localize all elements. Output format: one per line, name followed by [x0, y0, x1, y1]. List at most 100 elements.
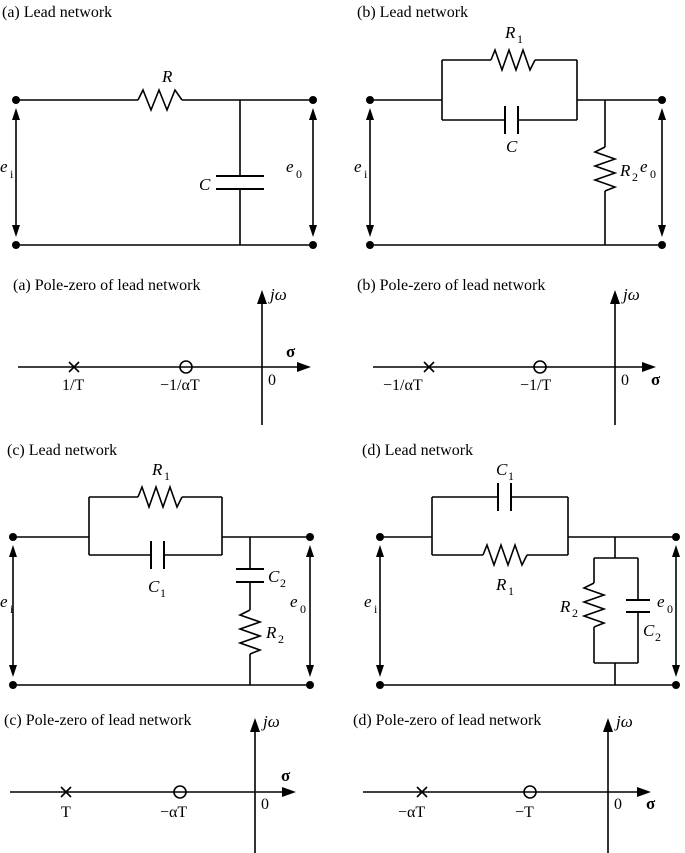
pole-marker [60, 786, 72, 798]
jw-label: jω [268, 285, 287, 304]
label-r2-sub: 2 [572, 606, 578, 620]
pole-label: T [61, 804, 71, 821]
zero-label: −1/αT [160, 377, 200, 394]
terminal [9, 533, 17, 541]
pole-label: 1/T [62, 377, 84, 394]
zero-label: −T [515, 804, 534, 821]
label-ei-sub: i [364, 167, 368, 181]
origin-label: 0 [268, 372, 276, 389]
zero-label: −1/T [520, 377, 551, 394]
sigma-label: σ [281, 766, 291, 785]
polezero-a: (a) Pole-zero of lead network 1/T −1/αT … [13, 277, 311, 425]
label-r2: R [265, 623, 277, 642]
arrowhead [297, 362, 311, 372]
zero-marker [533, 360, 547, 374]
circuit-c-title: (c) Lead network [7, 442, 117, 459]
terminal [672, 681, 680, 689]
circuit-b-title: (b) Lead network [357, 4, 468, 21]
arrowhead [603, 718, 613, 732]
label-eo: e [657, 592, 665, 611]
terminal [309, 96, 317, 104]
terminal [672, 533, 680, 541]
label-ei-sub: i [374, 602, 378, 616]
arrowhead [306, 665, 314, 677]
arrowhead [12, 108, 20, 120]
label-eo-sub: 0 [667, 602, 673, 616]
terminal [376, 533, 384, 541]
pole-label: −1/αT [383, 377, 423, 394]
circuit-c: (c) Lead network R 1 C 1 C 2 R [0, 442, 314, 689]
zero-marker [523, 785, 537, 799]
label-eo-sub: 0 [300, 602, 306, 616]
polezero-c: (c) Pole-zero of lead network T −αT 0 jω… [4, 712, 296, 853]
label-r1-sub: 1 [517, 32, 523, 46]
circuit-a-title: (a) Lead network [2, 4, 112, 21]
origin-label: 0 [614, 796, 622, 813]
terminal [658, 241, 666, 249]
arrowhead [642, 362, 656, 372]
label-ei: e [0, 592, 8, 611]
pole-marker [423, 361, 435, 373]
resistor-r2 [237, 609, 263, 655]
terminal [306, 533, 314, 541]
pole-marker [416, 786, 428, 798]
label-c1: C [496, 460, 508, 479]
arrowhead [306, 545, 314, 557]
label-r1: R [495, 575, 507, 594]
label-r1: R [151, 460, 163, 479]
sigma-label: σ [646, 794, 656, 813]
arrowhead [672, 665, 680, 677]
arrowhead [672, 545, 680, 557]
polezero-c-title: (c) Pole-zero of lead network [4, 712, 191, 729]
jw-label: jω [614, 712, 633, 731]
resistor-r1 [482, 542, 528, 568]
label-eo: e [640, 157, 648, 176]
terminal [658, 96, 666, 104]
pole-marker [68, 361, 80, 373]
arrowhead [658, 108, 666, 120]
label-c2-sub: 2 [280, 576, 286, 590]
zero-marker [173, 785, 187, 799]
sigma-label: σ [651, 370, 661, 389]
label-c2: C [268, 567, 280, 586]
circuit-d: (d) Lead network C 1 R [362, 442, 680, 689]
polezero-d: (d) Pole-zero of lead network −αT −T 0 j… [353, 712, 656, 853]
resistor-r1 [490, 47, 536, 73]
arrowhead [9, 545, 17, 557]
terminal [306, 681, 314, 689]
label-r2: R [619, 161, 631, 180]
sigma-label: σ [286, 342, 296, 361]
label-r2-sub: 2 [632, 170, 638, 184]
jw-label: jω [621, 285, 640, 304]
polezero-b: (b) Pole-zero of lead network −1/αT −1/T… [357, 277, 661, 425]
circuit-d-title: (d) Lead network [362, 442, 473, 459]
circuit-a: (a) Lead network R C e i e 0 [0, 4, 317, 249]
label-c1-sub: 1 [160, 586, 166, 600]
label-ei-sub: i [10, 602, 14, 616]
origin-label: 0 [621, 372, 629, 389]
label-c: C [199, 175, 211, 194]
polezero-b-title: (b) Pole-zero of lead network [357, 277, 545, 294]
label-ei: e [354, 157, 362, 176]
label-ei-sub: i [10, 167, 14, 181]
label-r: R [161, 67, 173, 86]
polezero-a-title: (a) Pole-zero of lead network [13, 277, 200, 294]
label-eo: e [286, 157, 294, 176]
label-c2-sub: 2 [655, 630, 661, 644]
arrowhead [376, 665, 384, 677]
arrowhead [309, 225, 317, 237]
terminal [12, 241, 20, 249]
arrowhead [637, 787, 651, 797]
label-eo-sub: 0 [296, 167, 302, 181]
label-r1-sub: 1 [164, 469, 170, 483]
terminal [12, 96, 20, 104]
label-ei: e [0, 157, 8, 176]
resistor-r [137, 87, 183, 113]
arrowhead [376, 545, 384, 557]
arrowhead [282, 787, 296, 797]
label-r2-sub: 2 [278, 632, 284, 646]
label-c1: C [148, 577, 160, 596]
arrowhead [9, 665, 17, 677]
label-c1-sub: 1 [508, 469, 514, 483]
